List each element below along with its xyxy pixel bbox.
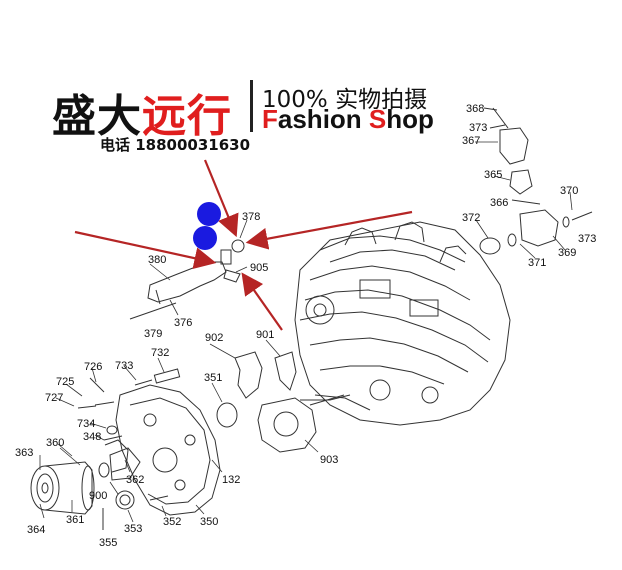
arrow-4 xyxy=(241,272,283,331)
blue-dot-2 xyxy=(193,226,217,250)
watermark-f: F xyxy=(262,104,278,134)
watermark-brand-red: 远行 xyxy=(142,91,232,142)
part-label-360: 360 xyxy=(46,437,65,449)
part-label-367: 367 xyxy=(462,135,481,147)
watermark-ashion: ashion xyxy=(277,104,369,134)
part-label-348: 348 xyxy=(83,431,102,443)
coolant-pipe-drawing xyxy=(129,239,245,320)
part-label-362: 362 xyxy=(126,474,145,486)
watermark-s: S xyxy=(368,104,387,134)
part-label-132: 132 xyxy=(222,474,241,486)
part-label-901: 901 xyxy=(256,329,275,341)
part-label-902: 902 xyxy=(205,332,224,344)
part-label-353: 353 xyxy=(124,523,143,535)
part-label-733: 733 xyxy=(115,360,134,372)
part-label-734: 734 xyxy=(77,418,96,430)
gasket-drawing xyxy=(216,351,317,453)
part-label-378: 378 xyxy=(242,211,261,223)
watermark-hop: hop xyxy=(386,104,434,134)
watermark-brand-dark: 盛大 xyxy=(52,91,142,142)
part-label-372: 372 xyxy=(462,212,481,224)
part-label-379: 379 xyxy=(144,328,163,340)
part-label-361: 361 xyxy=(66,514,85,526)
watermark-phone: 电话 18800031630 xyxy=(100,136,251,154)
part-label-350: 350 xyxy=(200,516,219,528)
arrow-2 xyxy=(245,210,413,250)
arrow-1 xyxy=(203,159,239,238)
part-label-364: 364 xyxy=(27,524,46,536)
annotation-dots xyxy=(193,202,221,250)
part-label-376: 376 xyxy=(174,317,193,329)
engine-block-drawing xyxy=(294,221,511,426)
part-label-369: 369 xyxy=(558,247,577,259)
part-label-903: 903 xyxy=(320,454,339,466)
part-label-365: 365 xyxy=(484,169,503,181)
part-label-363: 363 xyxy=(15,447,34,459)
watermark-tagline-top: 100% 实物拍摄 xyxy=(262,87,428,113)
part-label-370: 370 xyxy=(560,185,579,197)
pulley-assembly-drawing xyxy=(30,439,135,515)
part-label-351: 351 xyxy=(204,372,223,384)
part-label-905: 905 xyxy=(250,262,269,274)
blue-dot-1 xyxy=(197,202,221,226)
part-label-371: 371 xyxy=(528,257,547,269)
leader-lines xyxy=(39,141,573,523)
watermark-tagline-bottom: Fashion Shop xyxy=(262,104,434,135)
part-label-373: 373 xyxy=(578,233,597,245)
part-label-368: 368 xyxy=(466,103,485,115)
part-label-900: 900 xyxy=(89,490,108,502)
small-parts-drawing xyxy=(77,368,181,530)
arrow-3 xyxy=(74,230,217,269)
part-label-380: 380 xyxy=(148,254,167,266)
part-label-727: 727 xyxy=(45,392,64,404)
part-label-355: 355 xyxy=(99,537,118,549)
watermark-brand: 盛大远行 xyxy=(52,80,232,144)
part-label-725: 725 xyxy=(56,376,75,388)
annotation-arrows xyxy=(74,159,413,331)
part-label-732: 732 xyxy=(151,347,170,359)
watermark-divider xyxy=(250,80,253,132)
part-label-352: 352 xyxy=(163,516,182,528)
timing-cover-drawing xyxy=(109,384,221,516)
part-label-726: 726 xyxy=(84,361,103,373)
part-label-366: 366 xyxy=(490,197,509,209)
thermostat-housing-drawing xyxy=(479,107,593,255)
part-label-373: 373 xyxy=(469,122,488,134)
